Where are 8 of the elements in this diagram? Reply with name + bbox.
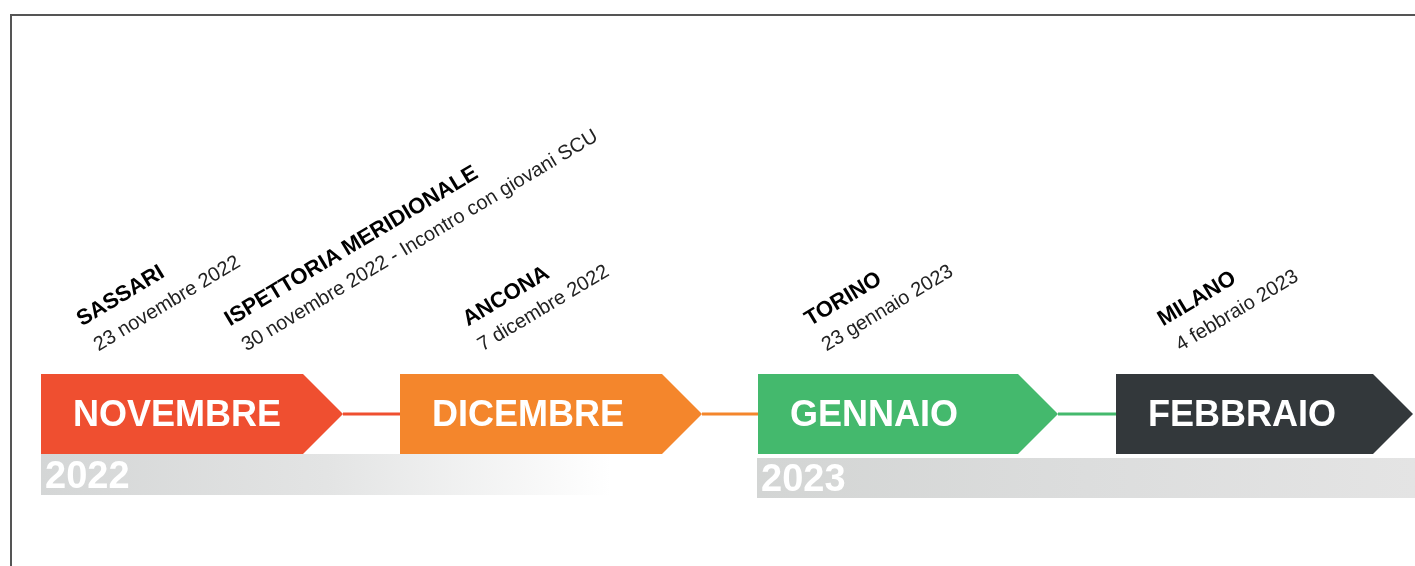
- connector-line: [702, 412, 758, 416]
- month-name: DICEMBRE: [432, 396, 624, 432]
- month-name: FEBBRAIO: [1148, 396, 1336, 432]
- month-name: NOVEMBRE: [73, 396, 282, 432]
- month-name: GENNAIO: [790, 396, 958, 432]
- year-band: [757, 458, 1415, 498]
- connector-line: [343, 412, 400, 416]
- connector-line: [1058, 412, 1116, 416]
